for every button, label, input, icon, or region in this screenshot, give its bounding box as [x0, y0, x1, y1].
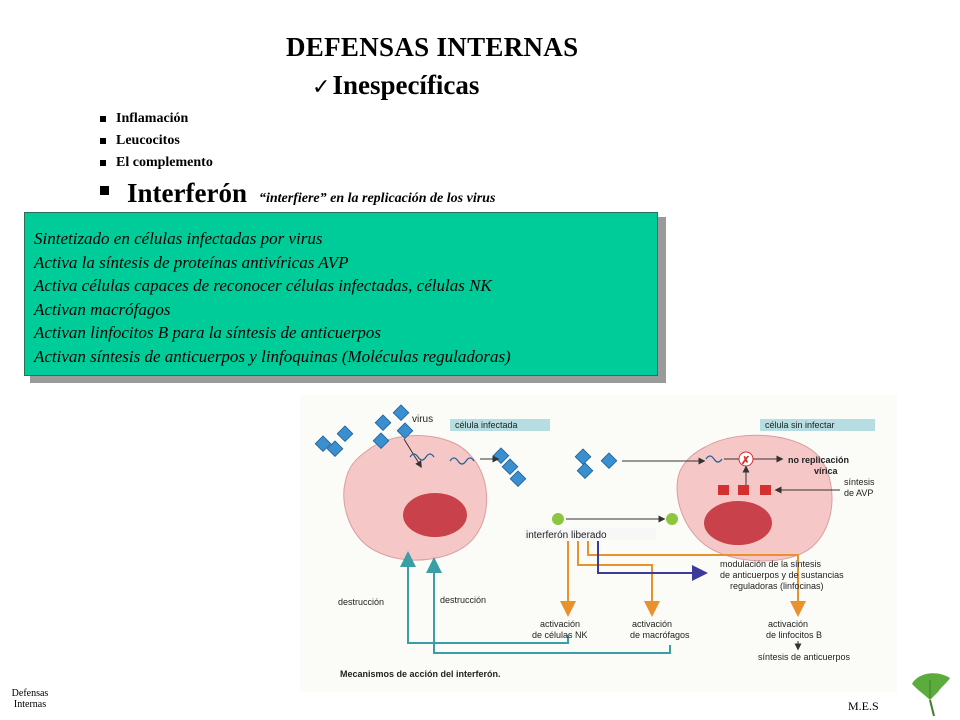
virus-icon — [576, 462, 594, 480]
function-line: Activan síntesis de anticuerpos y linfoq… — [34, 346, 511, 366]
check-icon: ✓ — [312, 75, 331, 100]
bullet-item: Leucocitos — [100, 130, 213, 152]
virus-icon — [501, 458, 519, 476]
footer-left-line: Internas — [13, 699, 47, 710]
virus-icon — [392, 404, 410, 422]
virus-icon — [314, 435, 332, 453]
avp-label: síntesis — [844, 477, 875, 487]
subtitle-text: Inespecíficas — [332, 70, 480, 100]
avp-label: de AVP — [844, 488, 873, 498]
function-line: Activan macrófagos — [34, 299, 171, 319]
nk-label: de células NK — [532, 630, 588, 640]
interferon-note: “interfiere” en la replicación de los vi… — [258, 191, 496, 206]
viral-rna-icon — [409, 453, 435, 461]
uninfected-nucleus — [704, 501, 772, 545]
figure-caption: Mecanismos de acción del interferón. — [340, 669, 501, 679]
viral-rna-icon — [705, 455, 723, 463]
leaf-stem — [929, 699, 935, 717]
interferon-bullet: Interferón “interfiere” en la replicació… — [100, 178, 495, 209]
label-bar — [450, 419, 550, 431]
no-replication-label: vírica — [814, 466, 839, 476]
bullet-list: Inflamación Leucocitos El complemento — [100, 108, 213, 174]
avp-protein-icon — [760, 485, 771, 495]
virus-icon — [600, 452, 618, 470]
viral-rna-icon — [449, 457, 475, 465]
virus-icon — [336, 425, 354, 443]
virus-icon — [326, 440, 344, 458]
virus-icon — [574, 448, 592, 466]
label-bar — [524, 528, 656, 540]
macrophage-label: activación — [632, 619, 672, 629]
no-replication-label: no replicación — [788, 455, 849, 465]
virus-icon — [372, 432, 390, 450]
avp-protein-icon — [738, 485, 749, 495]
lymphocyte-label: de linfocitos B — [766, 630, 822, 640]
square-bullet-icon — [100, 138, 106, 144]
square-bullet-icon — [100, 186, 109, 195]
modulation-arrow — [597, 541, 708, 581]
square-bullet-icon — [100, 116, 106, 122]
interferon-icon — [666, 513, 678, 525]
interferon-mechanism-figure: célula infectada célula sin infectar vir… — [300, 395, 897, 692]
ginkgo-leaf-icon — [912, 673, 950, 717]
bullet-label: El complemento — [116, 155, 213, 170]
function-line: Sintetizado en células infectadas por vi… — [34, 229, 323, 248]
square-bullet-icon — [100, 160, 106, 166]
virus-entry-arrow — [403, 438, 422, 468]
modulation-label: modulación de la síntesis — [720, 559, 822, 569]
label-infected: célula infectada — [455, 420, 518, 430]
bullet-item: El complemento — [100, 152, 213, 174]
function-line: Activa células capaces de reconocer célu… — [34, 276, 492, 295]
footer-left-label: Defensas Internas — [8, 688, 52, 710]
interferon-functions-box: Sintetizado en células infectadas por vi… — [24, 212, 658, 376]
interferon-released-label: interferón liberado — [526, 530, 607, 541]
footer-left-line: Defensas — [11, 688, 49, 699]
virus-icon — [396, 422, 414, 440]
virus-icon-group — [314, 404, 618, 488]
interferon-label: Interferón — [127, 178, 247, 208]
infected-nucleus — [403, 493, 467, 537]
bullet-label: Inflamación — [116, 111, 189, 126]
macrophage-label: de macrófagos — [630, 630, 690, 640]
interferon-icon — [552, 513, 564, 525]
block-x-icon: ✗ — [741, 455, 750, 467]
function-line: Activan linfocitos B para la síntesis de… — [34, 323, 382, 342]
leaf-blade — [912, 673, 950, 700]
virus-icon — [374, 414, 392, 432]
slide-subtitle: ✓Inespecíficas — [312, 70, 479, 101]
footer-author: M.E.S — [848, 699, 879, 713]
nk-label: activación — [540, 619, 580, 629]
virus-icon — [509, 470, 527, 488]
label-uninfected: célula sin infectar — [765, 420, 835, 430]
label-bar — [760, 419, 875, 431]
bullet-item: Inflamación — [100, 108, 213, 130]
lymphocyte-activation-arrow — [587, 541, 806, 617]
modulation-label: de anticuerpos y de sustancias — [720, 570, 844, 580]
modulation-label: reguladoras (linfocinas) — [730, 581, 824, 591]
macrophage-activation-arrow — [577, 541, 660, 617]
virus-label: virus — [412, 414, 433, 425]
destruction-arrow-nk — [400, 551, 569, 644]
destruction-arrow-macrophage — [426, 557, 671, 654]
slide-title: DEFENSAS INTERNAS — [286, 32, 579, 62]
destruction-label: destrucción — [338, 597, 384, 607]
bullet-label: Leucocitos — [116, 133, 180, 148]
antibodies-label: síntesis de anticuerpos — [758, 652, 851, 662]
avp-protein-icon — [718, 485, 729, 495]
function-line: Activa la síntesis de proteínas antivíri… — [34, 252, 349, 272]
lymphocyte-label: activación — [768, 619, 808, 629]
destruction-label: destrucción — [440, 595, 486, 605]
